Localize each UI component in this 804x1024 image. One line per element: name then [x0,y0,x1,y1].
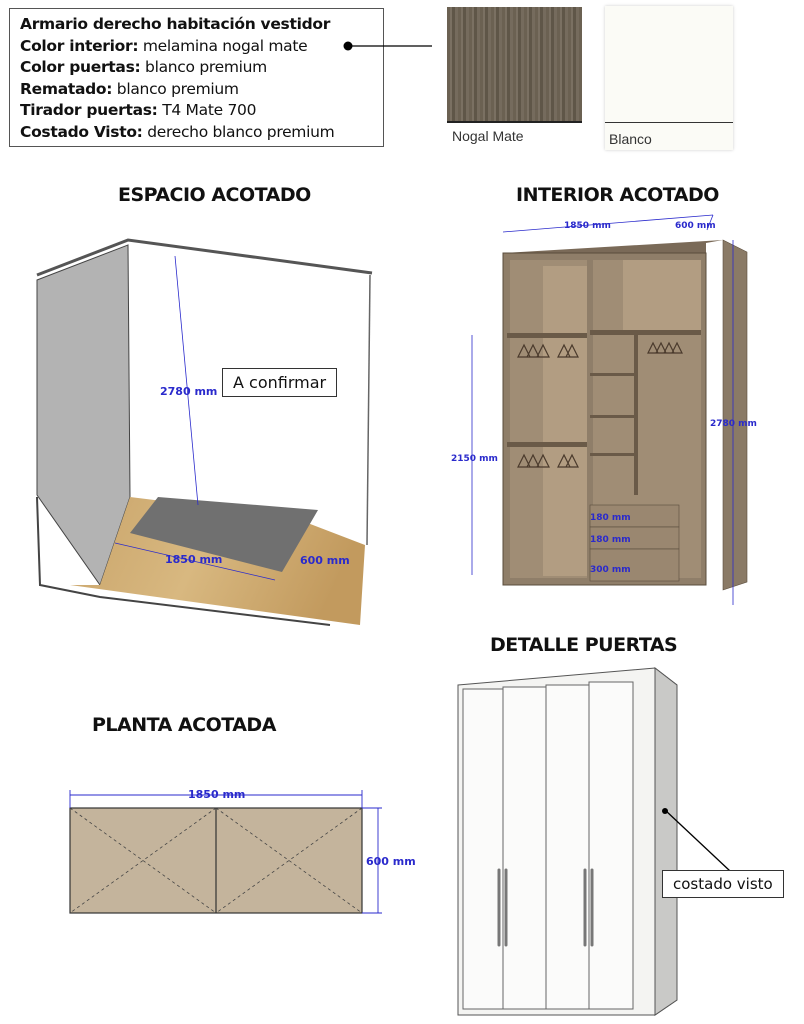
wardrobe-doors-drawing [457,666,678,1016]
costado-visto-label: costado visto [662,870,784,898]
spec-row-rematado: Rematado: blanco premium [20,79,239,98]
swatch-nogal [447,7,582,123]
room-width-dim: 1850 mm [165,553,222,566]
spec-box: Armario derecho habitación vestidor Colo… [9,8,384,147]
drawer-2-dim: 180 mm [590,535,631,545]
heading-planta: PLANTA ACOTADA [92,714,276,736]
heading-espacio: ESPACIO ACOTADO [118,184,311,206]
spec-row-puertas: Color puertas: blanco premium [20,58,267,76]
room-depth-dim: 600 mm [300,554,350,567]
swatch-nogal-label: Nogal Mate [452,128,524,144]
interior-width-dim: 1850 mm [564,221,611,231]
interior-depth-dim: 600 mm [675,221,716,231]
spec-row-tirador: Tirador puertas: T4 Mate 700 [20,101,257,119]
plan-width-dim: 1850 mm [188,788,245,801]
costado-callout-line [664,809,731,872]
plan-drawing: 1850 mm 600 mm [69,788,416,914]
heading-puertas: DETALLE PUERTAS [490,634,678,656]
a-confirmar-label: A confirmar [222,368,338,397]
room-drawing: 2780 mm 1850 mm 600 mm [36,238,373,626]
spec-title: Armario derecho habitación vestidor [20,15,331,33]
swatch-blanco [605,6,733,150]
plan-depth-dim: 600 mm [366,855,416,868]
callout-line [343,41,432,51]
spec-row-interior: Color interior: melamina nogal mate [20,36,308,55]
spec-row-costado: Costado Visto: derecho blanco premium [20,122,335,141]
room-height-dim: 2780 mm [160,385,217,398]
swatch-blanco-label: Blanco [609,131,652,147]
interior-height-dim: 2780 mm [710,419,757,429]
heading-interior: INTERIOR ACOTADO [516,184,719,206]
wardrobe-interior-drawing: 1850 mm 600 mm 2780 mm 2150 mm 180 mm 18… [451,214,757,605]
hanging-height-dim: 2150 mm [451,454,498,464]
drawer-1-dim: 180 mm [590,513,631,523]
drawer-3-dim: 300 mm [590,565,631,575]
